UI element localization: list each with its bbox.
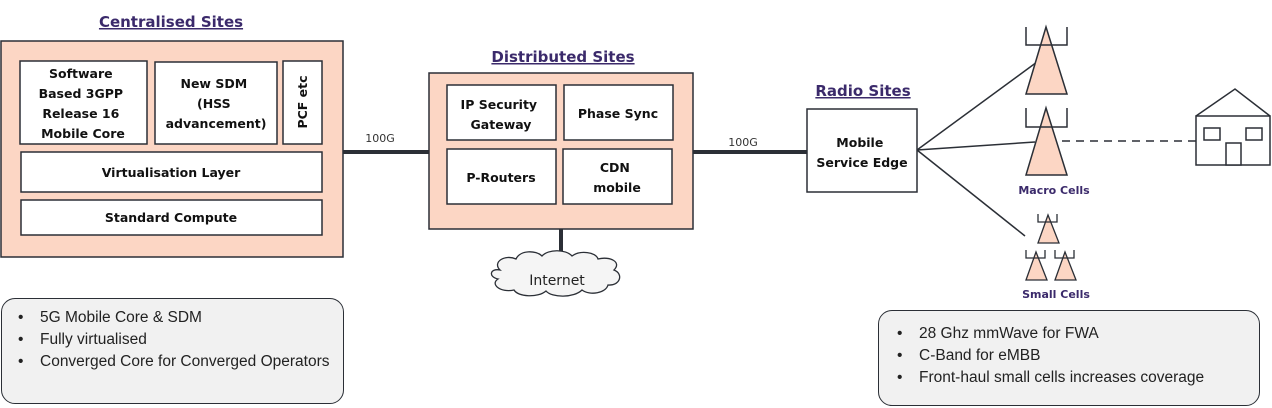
link-central-distributed-label: 100G <box>365 132 395 145</box>
macro-cell-tower-icon <box>1024 105 1069 176</box>
centralised-notes-box: 5G Mobile Core & SDM Fully virtualised C… <box>1 298 344 404</box>
small-cell-tower-icon <box>1037 213 1060 244</box>
internet-cloud-icon <box>490 250 621 297</box>
small-cell-tower-icon <box>1025 250 1048 281</box>
note-item: Front-haul small cells increases coverag… <box>891 367 1247 389</box>
link-distributed-radio-label: 100G <box>728 136 758 149</box>
standard-compute-box <box>20 199 323 236</box>
note-item: Fully virtualised <box>12 329 333 351</box>
small-cell-tower-icon <box>1054 250 1077 281</box>
small-cells-label: Small Cells <box>1022 288 1090 301</box>
virtualisation-layer-box <box>20 151 323 193</box>
cdn-mobile-label: CDN mobile <box>593 160 641 195</box>
radio-notes-box: 28 Ghz mmWave for FWA C-Band for eMBB Fr… <box>878 310 1260 406</box>
centralised-sites-title: Centralised Sites <box>99 13 243 31</box>
mobile-service-edge-box <box>806 108 918 193</box>
phase-sync-label: Phase Sync <box>578 106 658 121</box>
p-routers-box <box>446 148 557 205</box>
note-item: 5G Mobile Core & SDM <box>12 307 333 329</box>
cdn-mobile-box <box>562 148 673 205</box>
link-macro-cell-2 <box>916 141 1036 151</box>
note-item: 28 Ghz mmWave for FWA <box>891 323 1247 345</box>
note-item: Converged Core for Converged Operators <box>12 351 333 373</box>
virtualisation-layer-label: Virtualisation Layer <box>102 165 241 180</box>
mobile-service-edge-label: Mobile Service Edge <box>816 135 907 170</box>
mobile-core-box <box>19 60 148 145</box>
pcf-box <box>282 60 323 145</box>
ipsec-gateway-label: IP Security Gateway <box>461 97 542 132</box>
sdm-label: New SDM (HSS advancement) <box>166 76 267 131</box>
note-item: C-Band for eMBB <box>891 345 1247 367</box>
macro-cell-tower-icon <box>1024 24 1069 95</box>
link-small-cells <box>916 149 1026 237</box>
ipsec-gateway-box <box>446 84 557 141</box>
house-icon <box>1195 88 1271 166</box>
standard-compute-label: Standard Compute <box>105 210 237 225</box>
radio-sites-title: Radio Sites <box>815 82 910 100</box>
sdm-box <box>154 61 278 145</box>
phase-sync-box <box>563 84 674 141</box>
macro-cells-label: Macro Cells <box>1018 184 1090 197</box>
distributed-sites-title: Distributed Sites <box>491 48 634 66</box>
internet-label: Internet <box>529 273 585 289</box>
mobile-core-label: Software Based 3GPP Release 16 Mobile Co… <box>39 66 128 141</box>
pcf-label: PCF etc <box>295 75 310 128</box>
p-routers-label: P-Routers <box>466 170 535 185</box>
link-macro-cell-1 <box>916 61 1038 151</box>
